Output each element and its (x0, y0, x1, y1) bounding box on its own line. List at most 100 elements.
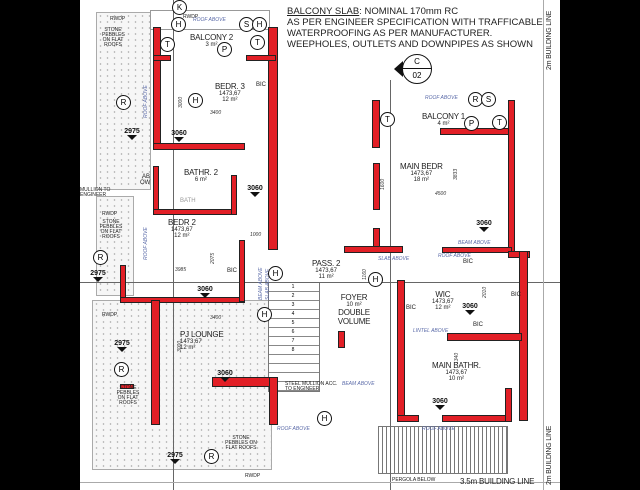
wall (269, 377, 278, 425)
dimension: 3400 (210, 315, 222, 321)
note-heading: BALCONY SLAB (287, 6, 360, 17)
room-level: 1473,67 (219, 91, 241, 97)
wall (372, 100, 380, 148)
stone-label: STONE PEBBLES ON FLAT ROOFS (225, 435, 257, 451)
dimension: 2075 (210, 252, 216, 264)
beam-above-label: BEAM ABOVE (342, 381, 375, 387)
level-marker: 2975 (86, 270, 110, 282)
tag-p: P (464, 116, 479, 131)
staircase (268, 282, 320, 392)
bic-label: BIC (256, 82, 267, 88)
wall (344, 246, 403, 253)
room-bathr-2: BATHR. 2 6 m² (184, 168, 218, 183)
tag-h: H (188, 93, 203, 108)
room-name: BEDR 2 (168, 218, 196, 227)
section-letter: C (403, 55, 431, 69)
dimension: 3833 (453, 168, 459, 180)
level-marker: 3060 (167, 130, 191, 142)
stair-step: 8 (291, 347, 295, 353)
stair-step: 3 (291, 302, 295, 308)
room-area: 11 m² (318, 274, 334, 280)
wall (447, 333, 522, 341)
roof-above-label: ROOF ABOVE (425, 95, 458, 101)
room-area: 6 m² (194, 177, 207, 183)
note-line: WATERPROOFING AS PER MANUFACTURER. (287, 28, 493, 39)
bic-label: BIC (227, 268, 238, 274)
room-area: 4 m² (437, 121, 450, 127)
room-balcony-1: BALCONY 1 4 m² (422, 112, 465, 127)
room-area: 12 m² (435, 305, 451, 311)
roof-above-label: ROOF ABOVE (277, 426, 310, 432)
level-marker: 2975 (110, 340, 134, 352)
room-level: 1473,67 (432, 299, 454, 305)
section-sheet: 02 (412, 71, 422, 80)
dimension: 3000 (177, 340, 183, 352)
wall (239, 240, 245, 302)
wall (153, 143, 245, 150)
dimension: 4500 (435, 191, 447, 197)
dimension: 2010 (482, 286, 488, 298)
steel-mullion-label: STEEL MULLION ACC. TO ENGINEER (285, 381, 338, 392)
room-bedr-2: BEDR 2 1473,67 12 m² (168, 218, 196, 239)
room-area: 10 m² (448, 376, 465, 382)
level-marker: 3060 (428, 398, 452, 410)
room-name: PASS. 2 (312, 259, 341, 268)
stair-step: 7 (291, 338, 295, 344)
room-bedr-3: BEDR. 3 1473,67 12 m² (215, 82, 245, 103)
tag-r: R (116, 95, 131, 110)
room-name: MAIN BEDR (400, 162, 443, 171)
room-name: BALCONY 2 (190, 33, 233, 42)
wall (442, 415, 512, 422)
floor-plan-sheet: BALCONY SLAB: NOMINAL 170mm RC AS PER EN… (80, 0, 560, 490)
bic-label: BIC (463, 259, 474, 265)
dimension: 1600 (380, 178, 386, 190)
room-area: 18 m² (413, 177, 429, 183)
pergola-below-label: PERGOLA BELOW (392, 477, 436, 483)
room-name: WIC (435, 290, 451, 299)
note-line: AS PER ENGINEER SPECIFICATION WITH TRAFF… (287, 17, 543, 28)
room-name: PJ LOUNGE (180, 330, 224, 339)
lintel-above-label: LINTEL ABOVE (413, 328, 449, 334)
dimension: 3985 (175, 267, 187, 273)
grid-line-vertical (173, 0, 174, 490)
wall (397, 280, 405, 420)
room-level: 1473,67 (410, 171, 433, 177)
dimension: 3400 (210, 110, 222, 116)
room-name: MAIN BATHR. (432, 361, 481, 370)
tag-h: H (257, 307, 272, 322)
tag-h: H (317, 411, 332, 426)
building-line-bottom (80, 482, 560, 483)
dimension: 1000 (250, 232, 262, 238)
tag-r: R (204, 449, 219, 464)
slab-above-label: SLAB ABOVE (378, 256, 410, 262)
tag-t: T (492, 115, 507, 130)
wall (397, 415, 419, 422)
tag-t: T (160, 37, 175, 52)
rwdp-label: RWDP (102, 211, 118, 217)
building-line-label: 2m BUILDING LINE (546, 425, 553, 485)
wall (373, 163, 380, 210)
room-area: 12 m² (222, 97, 238, 103)
wall (151, 300, 160, 425)
room-level: 1473,67 (180, 339, 202, 345)
pergola (378, 426, 508, 474)
beam-above-label: BEAM ABOVE (458, 240, 491, 246)
wall (442, 247, 512, 253)
note-line: NOMINAL 170mm RC (364, 6, 459, 17)
tag-r: R (93, 250, 108, 265)
mullion-label: MULLION TO ENGINEER (80, 187, 111, 198)
tag-p: P (217, 42, 232, 57)
wall (120, 384, 134, 389)
level-marker: 3060 (243, 185, 267, 197)
roof-above-label: ROOF ABOVE (143, 227, 149, 260)
stair-step: 4 (291, 311, 295, 317)
room-name: FOYER (340, 293, 368, 302)
wall (153, 55, 171, 61)
room-area: 10 m² (346, 302, 362, 308)
room-foyer: FOYER 10 m² DOUBLE VOLUME (334, 293, 374, 326)
room-level: 1473,67 (171, 227, 193, 233)
room-level: 1473,67 (315, 268, 337, 274)
level-marker: 2975 (163, 452, 187, 464)
level-marker: 3060 (213, 370, 237, 382)
roof-above-label: ROOF ABOVE (143, 85, 149, 118)
